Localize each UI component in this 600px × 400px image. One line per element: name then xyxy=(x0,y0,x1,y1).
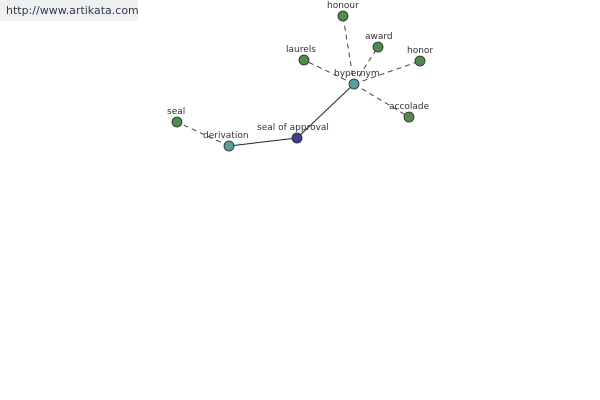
node-derivation[interactable] xyxy=(223,140,235,152)
node-honour[interactable] xyxy=(337,10,349,22)
node-label-hypernym: hypernym xyxy=(334,69,380,79)
node-hypernym[interactable] xyxy=(348,78,360,90)
node-label-seal-of-approval: seal of approval xyxy=(257,123,329,133)
node-label-accolade: accolade xyxy=(389,102,430,112)
edge-hypernym-honour xyxy=(342,15,355,85)
node-honor[interactable] xyxy=(414,55,426,67)
edge-root-hypernym xyxy=(296,83,355,139)
edges xyxy=(176,15,421,147)
edge-hypernym-honor xyxy=(353,60,421,85)
node-seal[interactable] xyxy=(171,116,183,128)
edge-hypernym-accolade xyxy=(353,83,410,118)
nodes: seal of approval hypernym derivation hon… xyxy=(167,1,433,152)
node-laurels[interactable] xyxy=(298,54,310,66)
node-seal-of-approval[interactable] xyxy=(291,132,303,144)
node-award[interactable] xyxy=(372,41,384,53)
node-label-honour: honour xyxy=(327,1,359,11)
edge-hypernym-laurels xyxy=(303,59,355,85)
source-url-banner[interactable]: http://www.artikata.com xyxy=(0,0,139,21)
node-accolade[interactable] xyxy=(403,111,415,123)
edge-derivation-seal xyxy=(176,121,230,147)
node-label-award: award xyxy=(365,32,393,42)
node-label-derivation: derivation xyxy=(203,131,249,141)
edge-root-derivation xyxy=(228,137,298,147)
node-label-seal: seal xyxy=(167,107,185,117)
node-label-honor: honor xyxy=(407,46,433,56)
edge-hypernym-award xyxy=(353,46,379,85)
node-label-laurels: laurels xyxy=(286,45,316,55)
